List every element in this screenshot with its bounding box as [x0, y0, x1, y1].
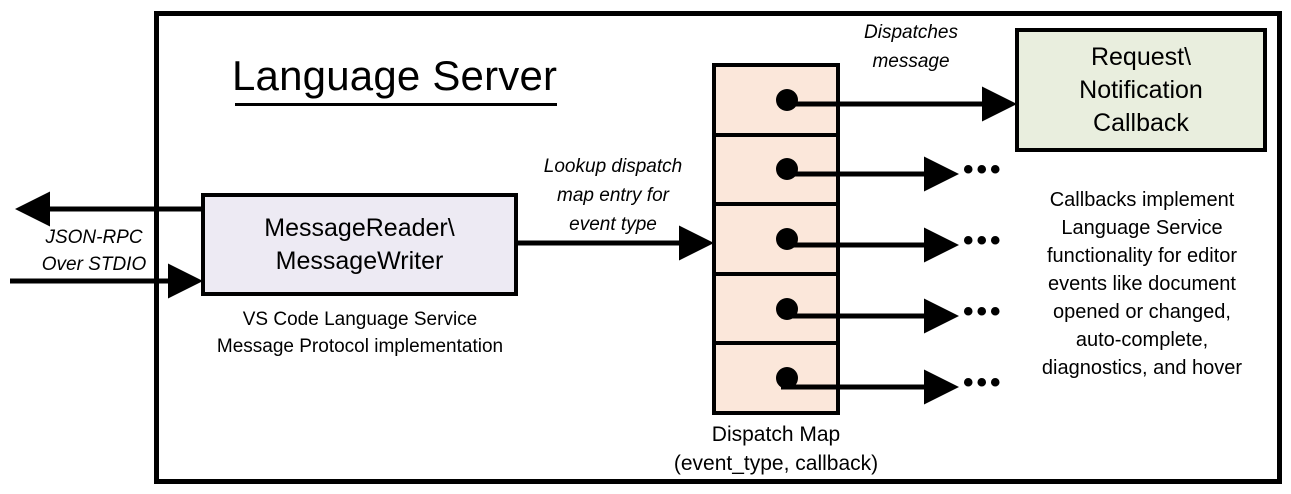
ellipsis-row-5: •••: [963, 366, 1004, 399]
dispatch-map-row[interactable]: [716, 276, 836, 346]
language-server-container: [154, 11, 1282, 484]
callback-dot-icon: [776, 367, 798, 390]
page-title: Language Server: [232, 52, 558, 99]
dispatch-map-row[interactable]: [716, 206, 836, 276]
ellipsis-row-2: •••: [963, 153, 1004, 186]
lookup-dispatch-label: Lookup dispatch map entry for event type: [543, 156, 683, 235]
message-reader-writer-caption: VS Code Language Service Message Protoco…: [216, 309, 504, 357]
callback-dot-icon: [776, 297, 798, 320]
dispatch-map-row[interactable]: [716, 137, 836, 207]
message-reader-writer-box[interactable]: MessageReader\ MessageWriter: [201, 193, 518, 296]
ellipsis-row-3: •••: [963, 224, 1004, 257]
json-rpc-transport-label: JSON-RPC Over STDIO: [41, 227, 147, 275]
dispatch-map-row[interactable]: [716, 67, 836, 137]
callback-dot-icon: [776, 88, 798, 111]
request-notification-callback-box[interactable]: Request\ Notification Callback: [1015, 28, 1267, 152]
request-notification-callback-label: Request\ Notification Callback: [1079, 42, 1203, 137]
callback-dot-icon: [776, 227, 798, 250]
dispatches-message-label: Dispatches message: [864, 22, 958, 72]
ellipsis-row-4: •••: [963, 295, 1004, 328]
page-title-underline: [235, 103, 557, 106]
callbacks-description: Callbacks implement Language Service fun…: [1041, 189, 1243, 379]
dispatch-map-caption: Dispatch Map (event_type, callback): [673, 423, 879, 475]
dispatch-map-table[interactable]: [712, 63, 840, 415]
message-reader-writer-label: MessageReader\ MessageWriter: [264, 213, 455, 275]
dispatch-map-row[interactable]: [716, 345, 836, 411]
callback-dot-icon: [776, 158, 798, 181]
